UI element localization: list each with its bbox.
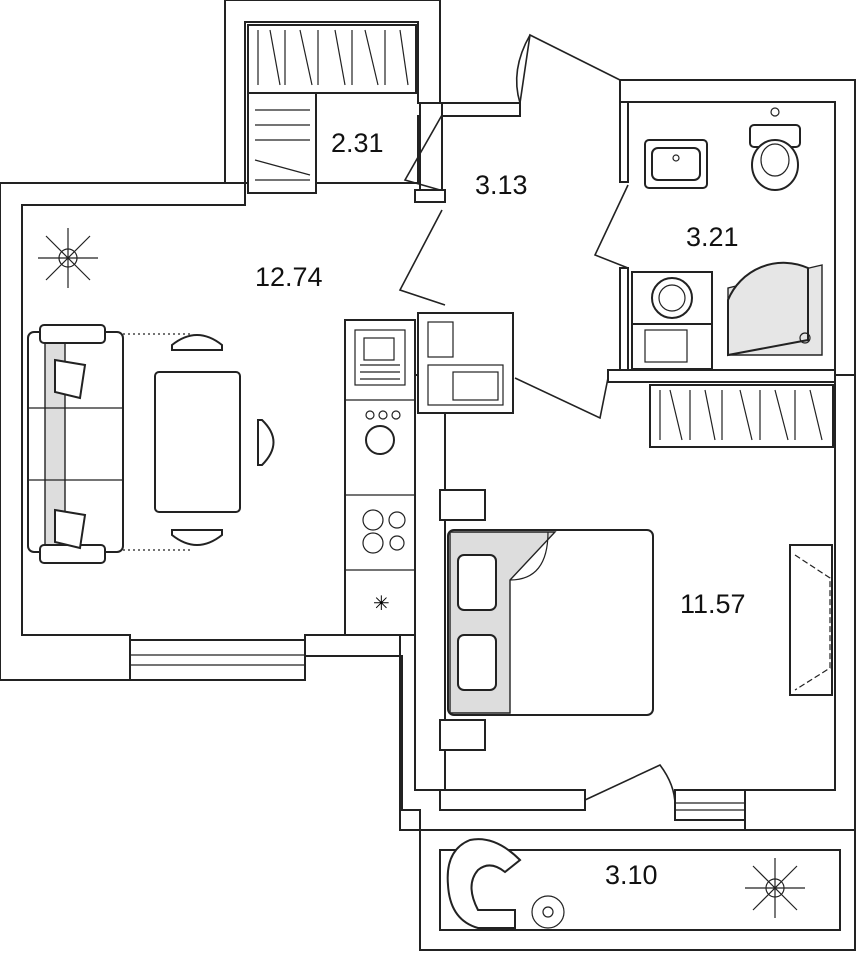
bedroom-area-label: 11.57	[680, 589, 746, 619]
bathroom-area-label: 3.21	[686, 222, 739, 252]
wardrobe-bedroom	[649, 384, 834, 448]
hall-area-label: 3.13	[475, 170, 528, 200]
living-furniture	[27, 228, 275, 564]
kitchen-units: ✳	[344, 312, 514, 636]
balcony-area-label: 3.10	[605, 860, 658, 890]
living-kitchen-area-label: 12.74	[255, 262, 323, 292]
windows	[129, 639, 746, 821]
snowflake-icon: ✳	[373, 591, 390, 615]
plant-icon	[745, 858, 805, 918]
bedroom-furniture	[447, 529, 833, 716]
plant-icon	[38, 228, 98, 288]
balcony-furniture	[446, 838, 805, 929]
interior-walls	[414, 101, 836, 791]
storage-area-label: 2.31	[331, 128, 384, 158]
bathroom-fixtures	[631, 107, 823, 370]
doors	[398, 33, 676, 806]
wardrobe-top	[247, 24, 417, 194]
